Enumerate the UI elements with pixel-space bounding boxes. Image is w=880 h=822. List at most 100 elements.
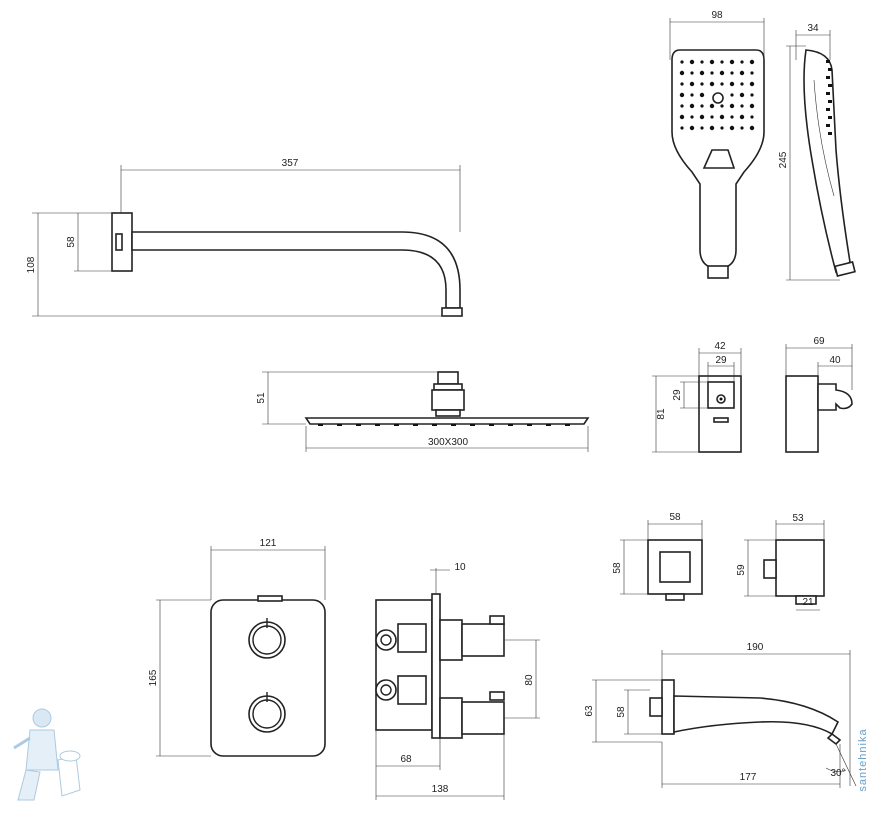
nozzle-dot: [739, 114, 745, 120]
nozzle-dot: [730, 71, 734, 75]
rain-hole: [356, 424, 361, 426]
nozzle-dot: [680, 126, 684, 130]
nozzle-dot: [690, 115, 694, 119]
arm-flange-label: 58: [66, 236, 77, 248]
arm-height-label: 108: [26, 256, 37, 273]
nozzle-dot: [729, 125, 735, 131]
plumber-mascot-logo: [13, 708, 81, 801]
side-nozzle: [828, 68, 832, 71]
nozzle-dot: [709, 59, 715, 65]
rain-hole: [508, 424, 513, 426]
hand-depth-label: 34: [807, 23, 819, 34]
outlet-front-w-label: 58: [669, 512, 681, 523]
nozzle-dot: [750, 93, 754, 97]
mixer-height-label: 165: [148, 669, 159, 686]
rain-hole: [318, 424, 323, 426]
nozzle-dot: [689, 59, 695, 65]
nozzle-dot: [749, 81, 755, 87]
nozzle-dot: [720, 82, 724, 86]
outlet-side-h-label: 59: [736, 564, 747, 576]
nozzle-dot: [739, 92, 745, 98]
spout-reach-label: 177: [740, 772, 757, 783]
side-nozzle: [826, 60, 830, 63]
nozzle-dot: [749, 59, 755, 65]
rain-hole: [337, 424, 342, 426]
rain-hole: [375, 424, 380, 426]
arm-nozzle: [441, 307, 463, 317]
box-depth-inner-label: 68: [400, 754, 412, 765]
nozzle-dot: [730, 93, 734, 97]
holder-height-label: 81: [656, 408, 667, 420]
holder-inner-label: 29: [715, 355, 727, 366]
nozzle-dot: [710, 71, 714, 75]
nozzle-dot: [699, 114, 705, 120]
nozzle-dot: [740, 126, 744, 130]
nozzle-dot: [689, 81, 695, 87]
nozzle-dot: [719, 70, 725, 76]
nozzle-dots: [679, 59, 755, 131]
side-nozzle: [828, 132, 832, 135]
nozzle-dot: [749, 125, 755, 131]
nozzle-dot: [729, 59, 735, 65]
nozzle-dot: [709, 103, 715, 109]
side-nozzle: [828, 84, 832, 87]
nozzle-dot: [750, 115, 754, 119]
side-nozzle: [826, 108, 830, 111]
hand-length-label: 245: [778, 151, 789, 168]
rain-hole: [394, 424, 399, 426]
nozzle-dot: [679, 114, 685, 120]
holder-depth-label: 69: [813, 336, 825, 347]
nozzle-dot: [700, 60, 704, 64]
box-spacing-label: 80: [524, 674, 535, 686]
mixer-width-label: 121: [260, 538, 277, 549]
nozzle-dot: [720, 60, 724, 64]
nozzle-dot: [680, 104, 684, 108]
side-nozzle: [828, 116, 832, 119]
nozzle-dot: [689, 103, 695, 109]
rain-hole: [413, 424, 418, 426]
wall-outlet-side: [744, 520, 825, 611]
nozzle-dot: [680, 82, 684, 86]
holder-width-label: 42: [714, 341, 726, 352]
hand-shower-side: [786, 30, 856, 281]
side-nozzle: [826, 124, 830, 127]
rain-hole: [432, 424, 437, 426]
rain-hole: [546, 424, 551, 426]
holder-inner-h-label: 29: [672, 389, 683, 401]
nozzle-dot: [729, 103, 735, 109]
nozzle-dot: [750, 71, 754, 75]
shower-arm: [32, 165, 463, 317]
box-plate-label: 10: [454, 562, 466, 573]
nozzle-dot: [729, 81, 735, 87]
nozzle-dot: [700, 104, 704, 108]
watermark-text: santehnika: [857, 728, 869, 791]
nozzle-dot: [719, 114, 725, 120]
hand-shower-front: [669, 18, 765, 279]
hand-width-label: 98: [711, 10, 723, 21]
outlet-front-h-label: 58: [612, 562, 623, 574]
nozzle-dot: [740, 60, 744, 64]
rain-holes: [318, 424, 570, 426]
rain-shower-head: [262, 371, 590, 452]
mixer-box-side: [375, 568, 540, 800]
box-depth-label: 138: [432, 784, 449, 795]
nozzle-dot: [679, 92, 685, 98]
rain-hole: [470, 424, 475, 426]
head-height-label: 51: [256, 392, 267, 404]
spout-flange-label: 58: [616, 706, 627, 718]
center-nozzle: [712, 92, 724, 104]
nozzle-dot: [740, 82, 744, 86]
nozzle-dot: [739, 70, 745, 76]
nozzle-dot: [689, 125, 695, 131]
side-nozzle: [826, 92, 830, 95]
arm-length-label: 357: [282, 158, 299, 169]
outlet-side-w-label: 53: [792, 513, 804, 524]
spout-height-label: 63: [584, 705, 595, 717]
rain-hole: [565, 424, 570, 426]
side-nozzle: [826, 76, 830, 79]
rain-hole: [451, 424, 456, 426]
mixer-front-plate: [156, 546, 326, 757]
holder-side: [785, 344, 853, 453]
